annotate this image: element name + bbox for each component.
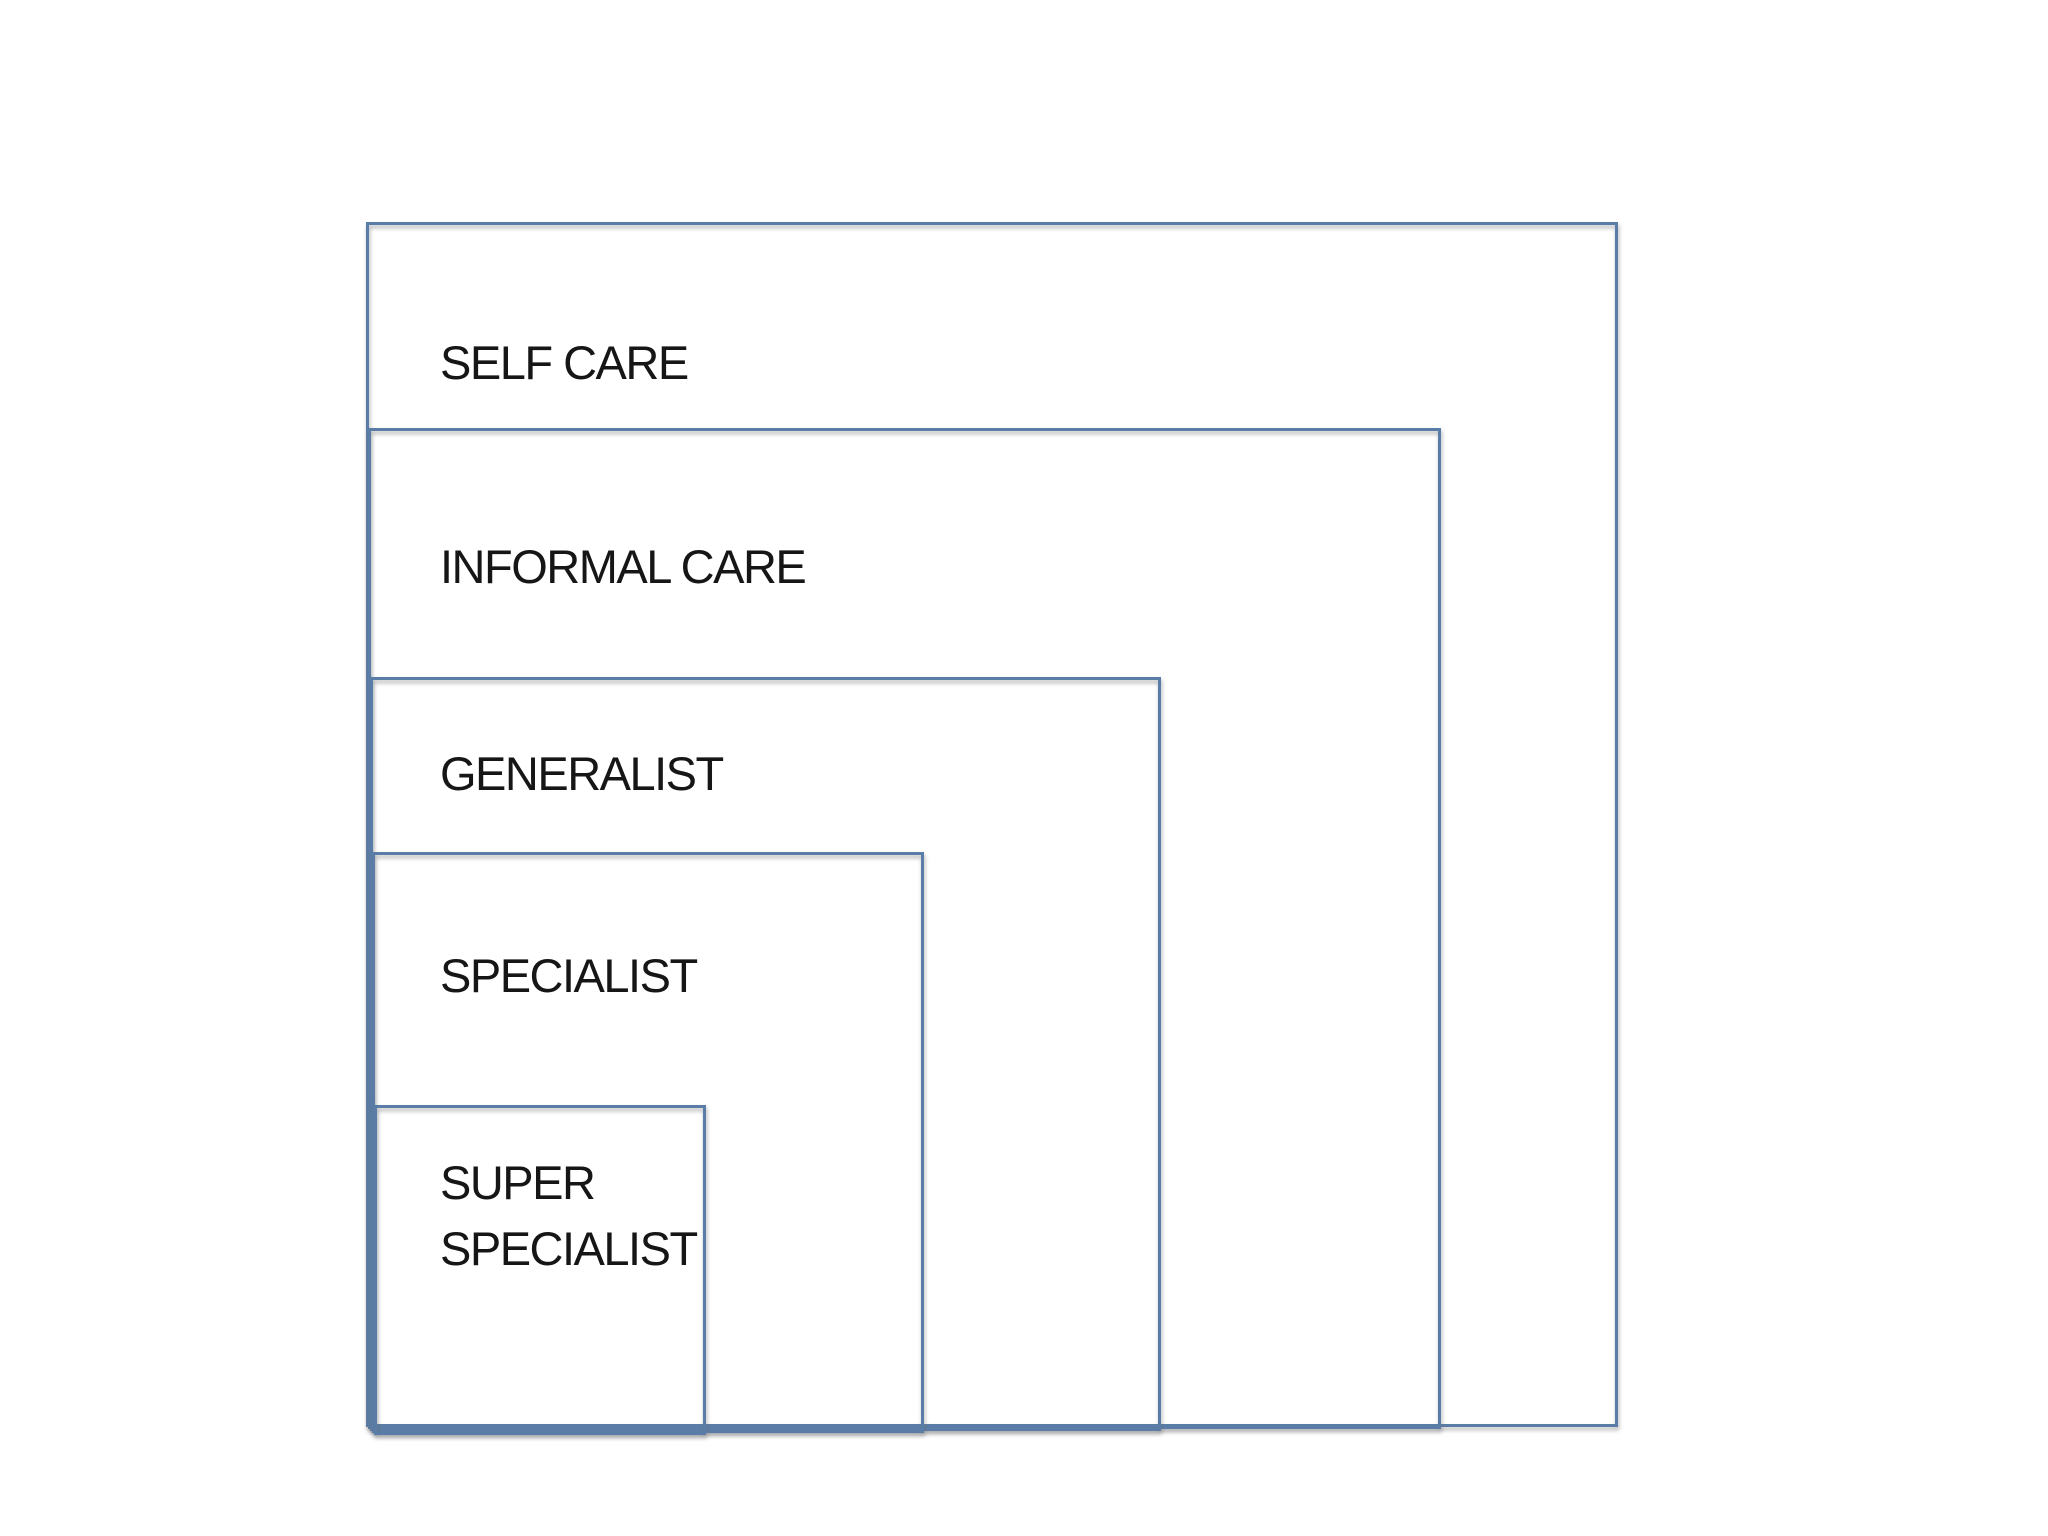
level-box-super-specialist: [374, 1105, 706, 1435]
level-label-specialist: SPECIALIST: [440, 949, 698, 1002]
level-label-generalist: GENERALIST: [440, 747, 724, 800]
level-box-generalist: [370, 677, 1161, 1431]
level-box-self-care: [366, 222, 1618, 1427]
level-box-specialist: [372, 852, 924, 1433]
level-label-informal-care: INFORMAL CARE: [440, 540, 807, 593]
level-label-super-specialist: SUPER SPECIALIST: [440, 1156, 698, 1275]
level-box-informal-care: [368, 428, 1441, 1429]
level-label-self-care: SELF CARE: [440, 336, 689, 389]
